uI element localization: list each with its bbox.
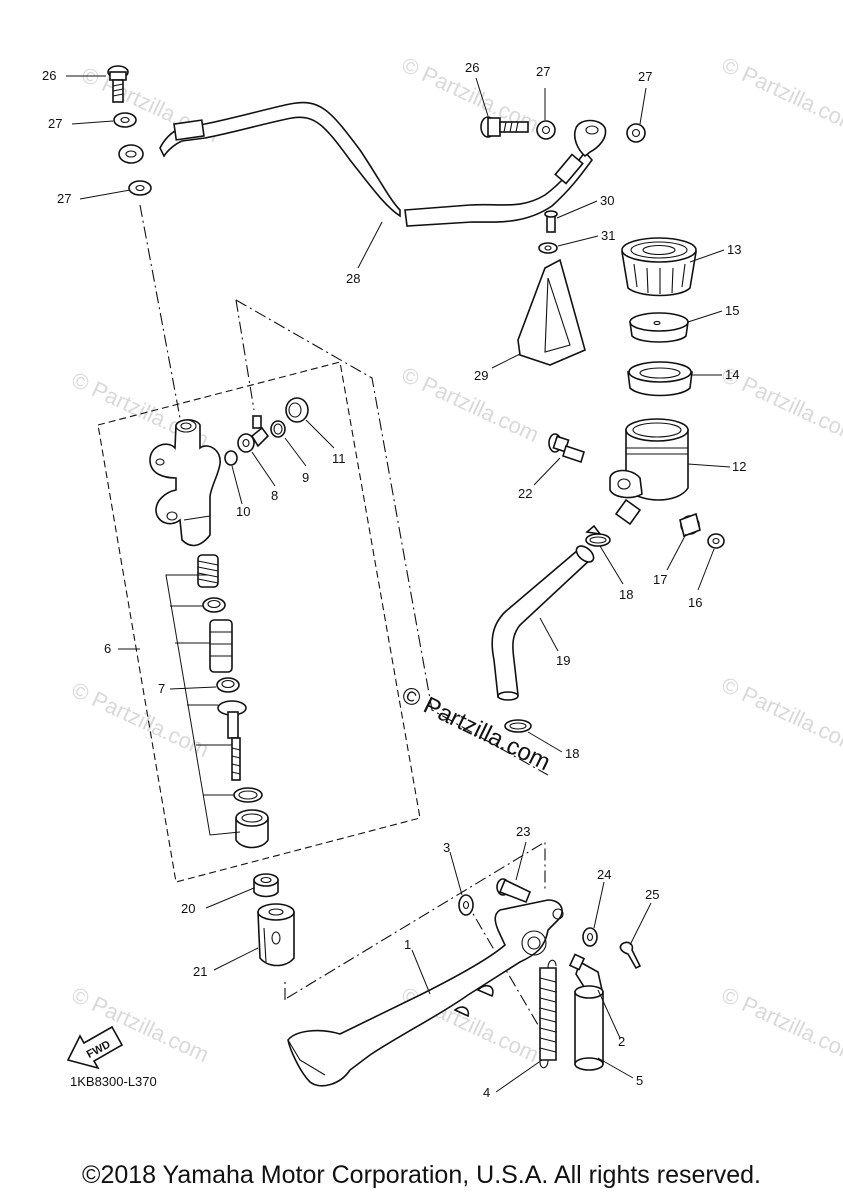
washer <box>113 112 137 128</box>
bracket <box>517 258 586 366</box>
callout: 17 <box>653 572 667 587</box>
master-cylinder <box>149 418 221 547</box>
pedal-pin <box>496 878 532 904</box>
callout: 15 <box>725 303 739 318</box>
leader-lines <box>66 75 731 1093</box>
reservoir-bolt <box>548 433 585 464</box>
callout: 22 <box>518 486 532 501</box>
union-bolt-top-left <box>107 65 129 103</box>
reservoir-cap <box>621 237 697 297</box>
cup <box>202 597 226 613</box>
kit-outline <box>97 361 421 883</box>
callouts: 26 27 27 26 27 27 28 30 31 13 15 14 29 1… <box>42 60 746 1100</box>
reservoir-hose <box>491 549 594 698</box>
hose-clip <box>585 524 611 547</box>
callout: 27 <box>536 64 550 79</box>
callout: 23 <box>516 824 530 839</box>
cotter-pin <box>619 941 642 970</box>
callout: 13 <box>727 242 741 257</box>
callout: 25 <box>645 887 659 902</box>
callout: 18 <box>565 746 579 761</box>
callout: 11 <box>332 451 346 466</box>
center-watermark: © Partzilla.com <box>397 681 554 776</box>
callout: 26 <box>465 60 479 75</box>
o-ring <box>224 450 238 466</box>
washer <box>582 927 598 947</box>
diagram-code: 1KB8300-L370 <box>70 1074 157 1089</box>
callout: 18 <box>619 587 633 602</box>
watermark: © Partzilla.com <box>68 677 213 762</box>
callout: 10 <box>236 504 250 519</box>
callout: 16 <box>688 595 702 610</box>
washer <box>458 894 474 916</box>
watermark: © Partzilla.com <box>718 982 843 1067</box>
callout: 5 <box>636 1073 643 1088</box>
callout: 27 <box>638 69 652 84</box>
callout: 12 <box>732 459 746 474</box>
union-bolt-top-right <box>480 116 529 138</box>
dust-boot <box>235 809 269 849</box>
brake-pedal <box>287 899 564 1087</box>
diaphragm <box>629 312 689 343</box>
callout: 26 <box>42 68 56 83</box>
piston <box>209 619 233 673</box>
fwd-arrow-icon: FWD <box>66 1025 124 1070</box>
callout: 30 <box>600 193 614 208</box>
hose-fitting <box>237 415 270 453</box>
reservoir-tank <box>609 418 689 526</box>
hose-clip-lower <box>504 719 532 733</box>
callout: 19 <box>556 653 570 668</box>
callout: 29 <box>474 368 488 383</box>
washer <box>538 242 558 254</box>
parts-diagram: © Partzilla.com © Partzilla.com © Partzi… <box>42 52 843 1100</box>
spring <box>197 554 219 588</box>
washer <box>626 123 646 143</box>
callout: 7 <box>158 681 165 696</box>
washer <box>536 120 556 140</box>
clevis <box>257 903 295 967</box>
spring-sleeve <box>574 985 604 1071</box>
callout: 4 <box>483 1085 490 1100</box>
callout: 8 <box>271 488 278 503</box>
callout: 1 <box>404 937 411 952</box>
callout: 6 <box>104 641 111 656</box>
watermark: © Partzilla.com <box>398 362 543 447</box>
callout: 2 <box>618 1034 625 1049</box>
locknut <box>253 873 279 898</box>
brake-hose <box>118 101 607 227</box>
hose-joint <box>679 512 725 549</box>
callout: 27 <box>48 116 62 131</box>
watermark: © Partzilla.com <box>718 52 843 137</box>
circlip <box>270 420 286 438</box>
circlip <box>233 787 263 803</box>
callout: 9 <box>302 470 309 485</box>
callout: 31 <box>601 228 615 243</box>
callout: 3 <box>443 840 450 855</box>
assembly-guide <box>235 299 549 776</box>
push-rod <box>217 700 247 781</box>
seal <box>216 677 240 693</box>
callout: 27 <box>57 191 71 206</box>
callout: 21 <box>193 964 207 979</box>
callout: 14 <box>725 367 739 382</box>
return-spring <box>539 959 557 1069</box>
boot <box>285 397 309 423</box>
washer <box>128 180 152 196</box>
callout: 28 <box>346 271 360 286</box>
copyright-notice: ©2018 Yamaha Motor Corporation, U.S.A. A… <box>82 1161 761 1189</box>
callout: 20 <box>181 901 195 916</box>
watermark: © Partzilla.com <box>718 672 843 757</box>
diaphragm-plate <box>627 361 693 397</box>
callout: 24 <box>597 867 611 882</box>
